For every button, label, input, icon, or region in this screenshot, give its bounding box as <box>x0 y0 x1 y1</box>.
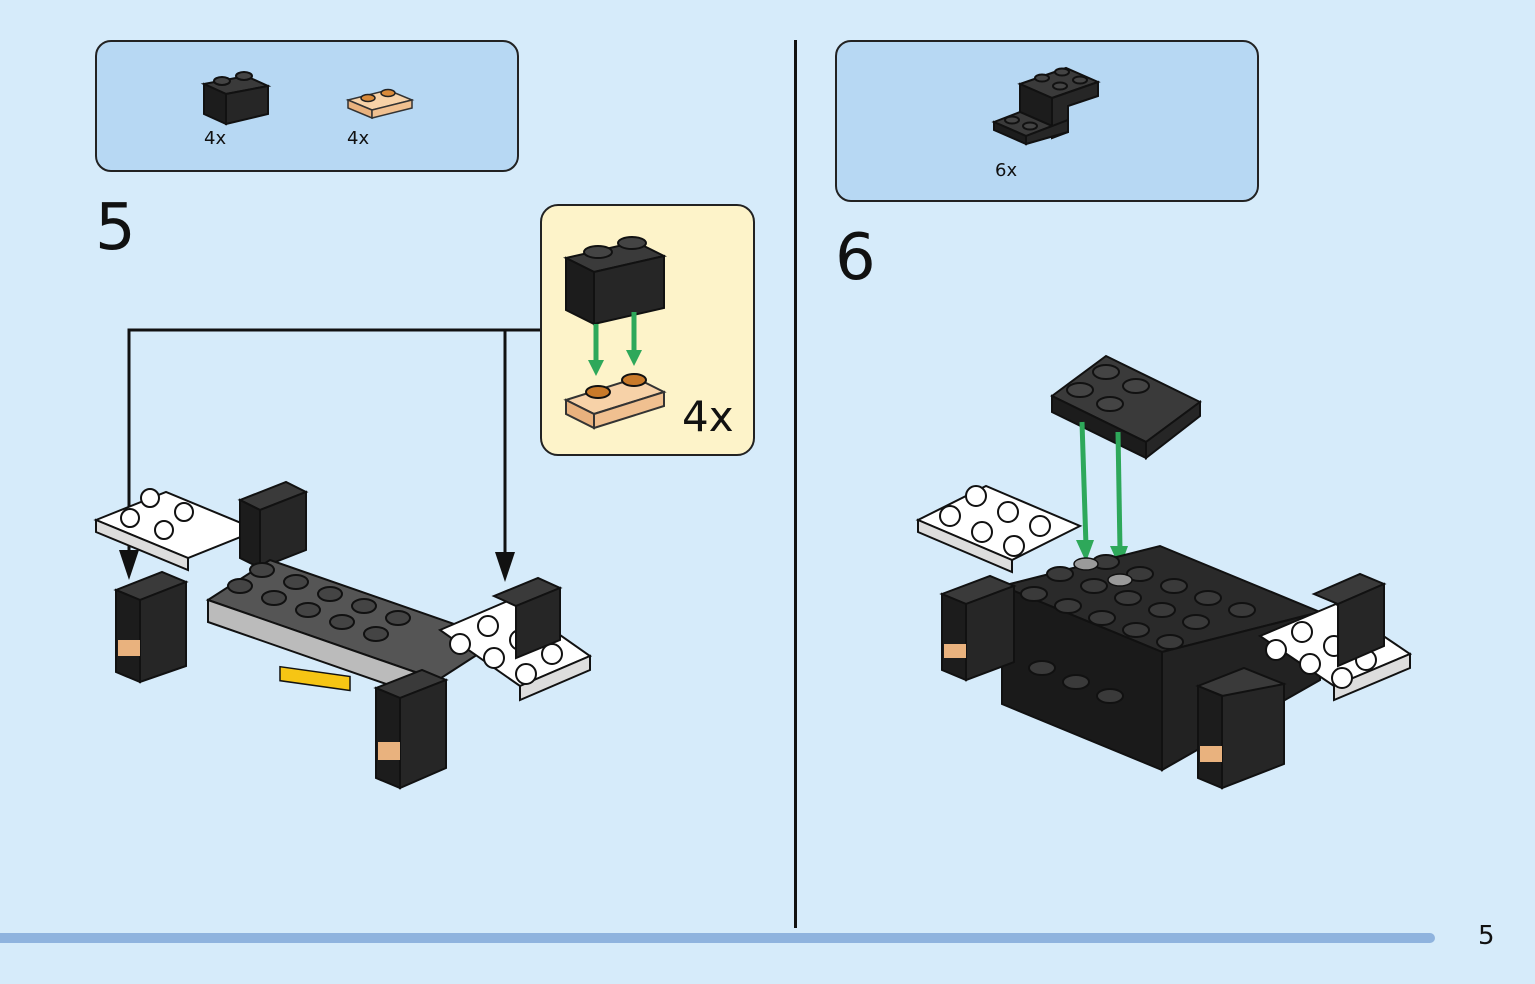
sub-assembly-illustration <box>563 236 667 430</box>
black-brick-1x2-icon <box>200 71 272 126</box>
step-number: 5 <box>95 191 136 265</box>
step5-parts-list <box>95 40 519 172</box>
footer-progress-bar <box>0 933 1435 943</box>
step-divider <box>794 40 797 928</box>
callout-pointer-lines <box>119 328 540 582</box>
step-number: 6 <box>835 221 876 295</box>
part-quantity: 6x <box>995 160 1018 181</box>
transparent-orange-plate-1x2-icon <box>345 88 415 120</box>
step6-model-illustration <box>915 354 1413 790</box>
black-bracket-icon <box>991 66 1101 146</box>
part-quantity: 4x <box>204 128 227 149</box>
callout-quantity: 4x <box>682 392 734 441</box>
part-quantity: 4x <box>347 128 370 149</box>
page-number: 5 <box>1478 921 1495 951</box>
step5-model-illustration <box>93 480 593 790</box>
